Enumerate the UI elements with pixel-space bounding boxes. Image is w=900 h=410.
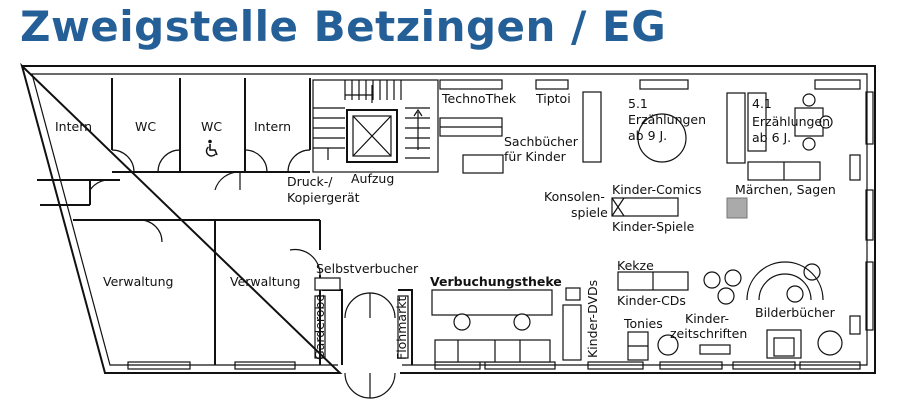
area-e51-line2: ab 9 J. bbox=[628, 128, 667, 143]
room-intern-left: Intern bbox=[55, 119, 92, 134]
stair-elevator bbox=[312, 79, 439, 173]
room-verwaltung-left: Verwaltung bbox=[103, 274, 173, 289]
area-kinder-spiele: Kinder-Spiele bbox=[612, 219, 695, 234]
area-kinder-dvds: Kinder-DVDs bbox=[585, 280, 600, 358]
room-aufzug: Aufzug bbox=[351, 171, 394, 186]
area-verbuchungstheke: Verbuchungstheke bbox=[430, 274, 562, 289]
area-sachbuecher-1: Sachbücher bbox=[504, 134, 579, 149]
room-druck: Druck-/ bbox=[287, 174, 333, 189]
room-intern-right: Intern bbox=[254, 119, 291, 134]
area-e41-num: 4.1 bbox=[752, 96, 772, 111]
room-wc-2: WC bbox=[201, 119, 222, 134]
furniture bbox=[431, 79, 861, 363]
room-verwaltung-right: Verwaltung bbox=[230, 274, 300, 289]
room-garderobe: Garderobe bbox=[312, 294, 327, 360]
room-selbstverbucher: Selbstverbucher bbox=[316, 261, 419, 276]
area-kekze: Kekze bbox=[617, 258, 654, 273]
labels: Intern WC WC Intern Druck-/ Kopiergerät … bbox=[55, 91, 836, 360]
entrance-area bbox=[314, 277, 413, 399]
area-maerchen: Märchen, Sagen bbox=[735, 182, 836, 197]
page-title: Zweigstelle Betzingen / EG bbox=[20, 2, 667, 51]
area-konsolen-1: Konsolen- bbox=[544, 189, 605, 204]
room-kopiergeraet: Kopiergerät bbox=[287, 190, 360, 205]
area-e41-line1: Erzählungen bbox=[752, 114, 830, 129]
room-wc-1: WC bbox=[135, 119, 156, 134]
area-technothek: TechnoThek bbox=[441, 91, 517, 106]
area-tiptoi: Tiptoi bbox=[535, 91, 571, 106]
area-kinderzeit-2: zeitschriften bbox=[670, 326, 747, 341]
outer-walls bbox=[20, 62, 876, 374]
area-e51-line1: Erzählungen bbox=[628, 112, 706, 127]
area-sachbuecher-2: für Kinder bbox=[504, 149, 567, 164]
area-e41-line2: ab 6 J. bbox=[752, 130, 791, 145]
area-kinder-cds: Kinder-CDs bbox=[617, 293, 686, 308]
area-tonies: Tonies bbox=[623, 316, 663, 331]
top-rooms bbox=[37, 78, 311, 206]
area-konsolen-2: spiele bbox=[571, 205, 608, 220]
wheelchair-icon bbox=[205, 139, 218, 157]
area-kinder-comics: Kinder-Comics bbox=[612, 182, 701, 197]
area-e51-num: 5.1 bbox=[628, 96, 648, 111]
admin-rooms bbox=[73, 219, 321, 365]
area-bilderbuecher: Bilderbücher bbox=[755, 305, 836, 320]
area-kinderzeit-1: Kinder- bbox=[685, 311, 729, 326]
room-flohmarkt: Flohmarkt bbox=[394, 297, 409, 360]
